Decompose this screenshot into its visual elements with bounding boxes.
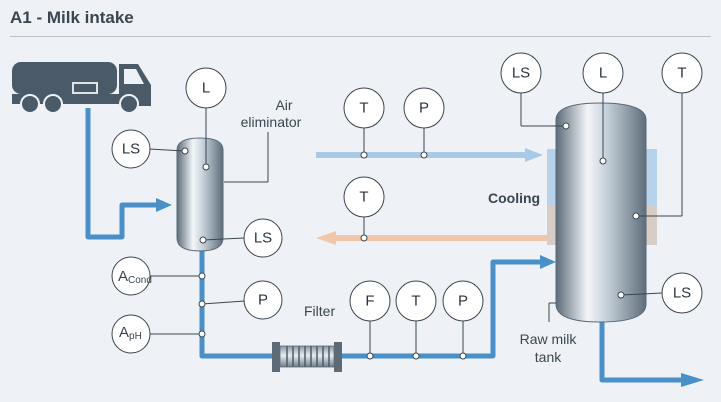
temperature-indicator-cooling-out: T xyxy=(343,176,385,218)
instrument-label: P xyxy=(458,293,468,310)
filter-label: Filter xyxy=(304,303,335,319)
cooling-label: Cooling xyxy=(488,190,540,206)
pipe-truck-to-eliminator xyxy=(85,108,160,240)
instrument-label: P xyxy=(419,100,429,117)
milk-truck-icon xyxy=(12,62,151,114)
instrument-label: L xyxy=(202,80,210,97)
air-eliminator-label: eliminator xyxy=(241,114,302,130)
title-divider xyxy=(10,36,711,37)
pipe-tank-outlet xyxy=(599,320,685,383)
raw-milk-tank xyxy=(555,102,647,323)
temperature-indicator-cooling-in: T xyxy=(343,87,385,129)
conductivity-analyzer: ACond xyxy=(111,256,152,296)
instrument-label: T xyxy=(359,100,368,117)
pressure-indicator-feed: P xyxy=(243,280,283,320)
filter-unit xyxy=(272,342,342,372)
instrument-sublabel: pH xyxy=(129,331,142,342)
level-switch-tank-top: LS xyxy=(500,52,542,94)
instrument-label: A xyxy=(119,324,129,341)
instrument-lines xyxy=(131,93,683,356)
temperature-indicator-filter: T xyxy=(395,280,437,322)
level-switch-air-eliminator-bottom: LS xyxy=(243,218,283,258)
svg-text:ApH: ApH xyxy=(119,324,142,342)
instrument-label: T xyxy=(677,65,686,82)
page-title: A1 - Milk intake xyxy=(10,8,134,27)
connection-points xyxy=(181,122,640,360)
instrument-label: L xyxy=(599,65,607,82)
svg-text:ACond: ACond xyxy=(118,268,152,286)
instrument-label: LS xyxy=(122,141,140,158)
instrument-label: T xyxy=(411,293,420,310)
ph-analyzer: ApH xyxy=(111,314,151,354)
instrument-label: LS xyxy=(673,285,691,302)
level-indicator-tank: L xyxy=(582,52,624,94)
instrument-label: F xyxy=(365,293,374,310)
level-switch-tank-bottom: LS xyxy=(661,272,703,314)
level-indicator-air-eliminator: L xyxy=(185,67,227,109)
instrument-label: T xyxy=(359,189,368,206)
level-switch-air-eliminator-top: LS xyxy=(111,129,151,169)
flow-arrow-icon xyxy=(156,198,172,212)
pressure-indicator-filter: P xyxy=(442,280,484,322)
instrument-label: LS xyxy=(512,65,530,82)
flow-arrow-icon xyxy=(681,373,704,387)
flow-arrow-icon xyxy=(540,255,556,269)
instrument-label: P xyxy=(258,292,268,309)
instrument-label: A xyxy=(118,268,128,285)
tank-label: Raw milk xyxy=(520,331,578,347)
flow-arrow-icon xyxy=(316,231,336,245)
air-eliminator-label: Air xyxy=(275,97,292,113)
air-eliminator-vessel xyxy=(176,137,224,252)
tank-label: tank xyxy=(535,349,562,365)
flow-arrow-icon xyxy=(525,148,543,162)
instrument-label: LS xyxy=(254,230,272,247)
pressure-indicator-cooling-in: P xyxy=(403,87,445,129)
instrument-sublabel: Cond xyxy=(128,275,152,286)
temperature-indicator-tank: T xyxy=(661,52,703,94)
flow-indicator-filter: F xyxy=(349,280,391,322)
